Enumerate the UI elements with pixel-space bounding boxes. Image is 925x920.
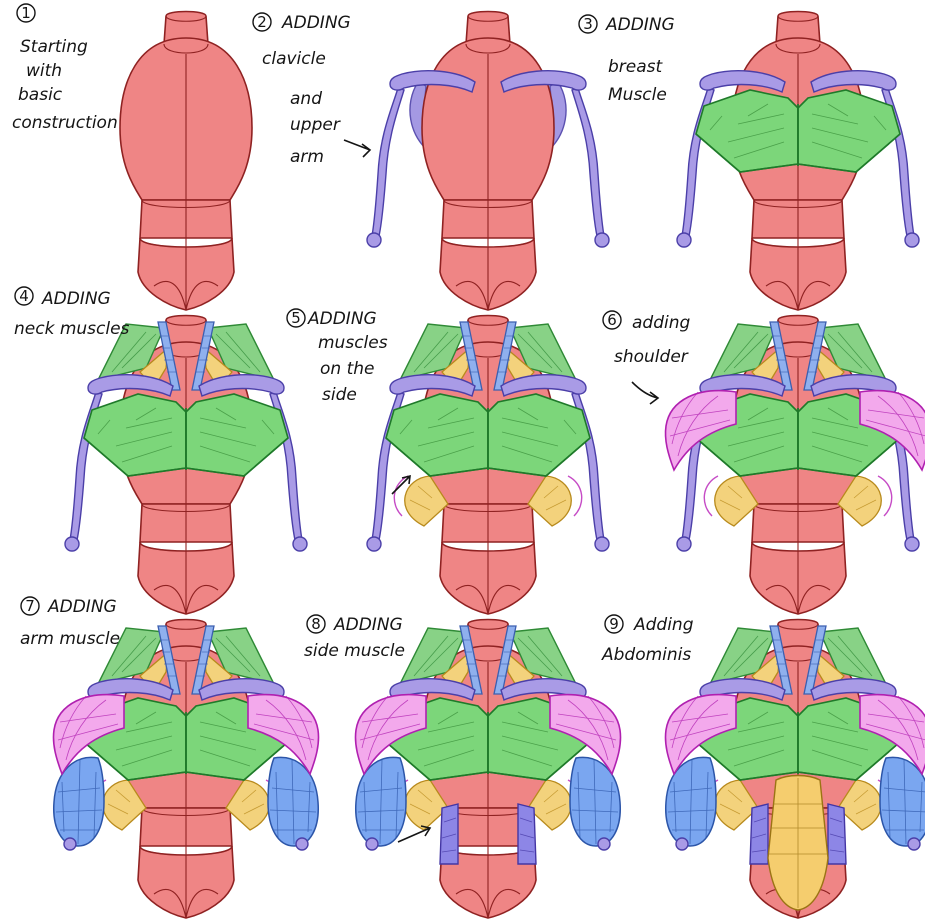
panel-1: 1 Starting with basic construction bbox=[12, 4, 252, 310]
caption-6-line-1: adding bbox=[632, 313, 690, 333]
panel-4: 4 ADDING neck muscles bbox=[14, 287, 307, 614]
caption-8-line-1: ADDING bbox=[333, 615, 403, 635]
caption-3: 3 ADDING breast Muscle bbox=[579, 15, 675, 105]
caption-3-number: 3 bbox=[583, 15, 593, 33]
caption-5-line-3: on the bbox=[320, 359, 374, 379]
caption-6-line-2: shoulder bbox=[614, 347, 689, 367]
caption-5-line-1: ADDING bbox=[307, 309, 377, 329]
caption-4-number: 4 bbox=[19, 287, 29, 305]
caption-2-line-1: ADDING bbox=[281, 13, 351, 33]
caption-2: 2 ADDING clavicle and upper arm bbox=[253, 13, 370, 167]
caption-7: 7 ADDING arm muscle bbox=[20, 597, 120, 649]
caption-9-line-1: Adding bbox=[633, 615, 694, 635]
caption-1-number: 1 bbox=[21, 4, 31, 22]
torso-figure-7 bbox=[53, 620, 318, 919]
caption-5-number: 5 bbox=[291, 309, 301, 327]
caption-2-line-2: clavicle bbox=[262, 49, 326, 69]
panel-5: 5 ADDING muscles on the side bbox=[287, 309, 609, 614]
torso-figure-8 bbox=[355, 620, 620, 919]
arrow-icon bbox=[344, 140, 370, 157]
caption-5-line-4: side bbox=[322, 385, 357, 405]
caption-8-number: 8 bbox=[311, 615, 321, 633]
caption-2-line-4: upper bbox=[290, 115, 341, 135]
torso-figure-1 bbox=[120, 12, 252, 311]
caption-1: 1 Starting with basic construction bbox=[12, 4, 118, 133]
caption-8-line-2: side muscle bbox=[304, 641, 405, 661]
torso-figure-6 bbox=[665, 316, 925, 615]
caption-3-line-3: Muscle bbox=[608, 85, 667, 105]
caption-3-line-1: ADDING bbox=[605, 15, 675, 35]
caption-4-line-2: neck muscles bbox=[14, 319, 130, 339]
caption-7-line-2: arm muscle bbox=[20, 629, 120, 649]
caption-4: 4 ADDING neck muscles bbox=[14, 287, 130, 339]
caption-2-line-3: and bbox=[290, 89, 322, 109]
torso-figure-2 bbox=[367, 12, 609, 311]
panel-8: 8 ADDING side muscle bbox=[304, 615, 621, 918]
torso-figure-3 bbox=[677, 12, 919, 311]
caption-1-line-2: with bbox=[26, 61, 62, 81]
torso-figure-9 bbox=[665, 620, 925, 919]
caption-5: 5 ADDING muscles on the side bbox=[287, 309, 410, 494]
arrow-icon bbox=[632, 382, 658, 404]
panel-6: 6 adding shoulder bbox=[603, 311, 925, 614]
caption-9-line-2: Abdominis bbox=[601, 645, 691, 665]
panel-3: 3 ADDING breast Muscle bbox=[579, 12, 919, 311]
caption-6: 6 adding shoulder bbox=[603, 311, 690, 404]
caption-1-line-4: construction bbox=[12, 113, 118, 133]
panel-9: 9 Adding Abdominis bbox=[601, 615, 925, 918]
torso-figure-4 bbox=[65, 316, 307, 615]
caption-1-line-1: Starting bbox=[20, 37, 88, 57]
caption-6-number: 6 bbox=[607, 311, 617, 329]
caption-3-line-2: breast bbox=[608, 57, 664, 77]
caption-5-line-2: muscles bbox=[318, 333, 388, 353]
panel-2: 2 ADDING clavicle and upper arm bbox=[253, 12, 609, 311]
caption-7-line-1: ADDING bbox=[47, 597, 117, 617]
torso-figure-5 bbox=[367, 316, 609, 615]
caption-1-line-3: basic bbox=[18, 85, 63, 105]
caption-2-line-5: arm bbox=[290, 147, 324, 167]
panel-7: 7 ADDING arm muscle bbox=[20, 597, 319, 918]
caption-9-number: 9 bbox=[609, 615, 619, 633]
caption-4-line-1: ADDING bbox=[41, 289, 111, 309]
caption-7-number: 7 bbox=[25, 597, 35, 615]
caption-9: 9 Adding Abdominis bbox=[601, 615, 694, 665]
caption-2-number: 2 bbox=[257, 13, 267, 31]
